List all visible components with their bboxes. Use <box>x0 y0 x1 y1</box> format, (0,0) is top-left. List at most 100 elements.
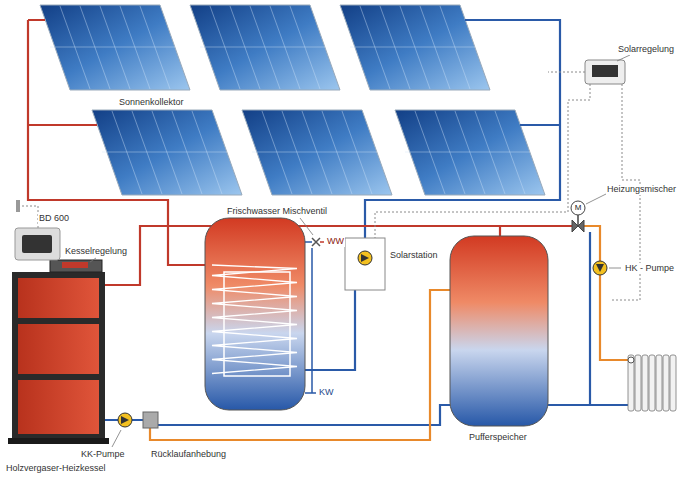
leader-line <box>112 430 121 447</box>
inner-exchanger <box>224 272 290 376</box>
panel-grid <box>200 47 325 48</box>
panel-grid <box>230 6 260 89</box>
mixer-motor <box>571 201 585 215</box>
boiler-panel <box>18 324 99 374</box>
part-label: Holzvergaser-Heizkessel <box>5 463 107 474</box>
panel-grid <box>252 152 377 153</box>
part-label: KW <box>318 387 335 398</box>
panel-grid <box>360 6 390 89</box>
part-label: Solarregelung <box>617 44 675 55</box>
heating-return-pipe <box>548 232 628 405</box>
part-label: BD 600 <box>38 213 70 224</box>
panel-grid <box>112 111 142 194</box>
panel-grid <box>100 6 130 89</box>
panel-grid <box>282 111 312 194</box>
part-label: Kesselregelung <box>64 246 128 257</box>
radiator-fin <box>663 355 669 411</box>
panel-grid <box>210 6 240 89</box>
solar-tank <box>205 218 305 410</box>
panel-grid <box>192 111 222 194</box>
radiator-fin <box>635 355 641 411</box>
panel-grid <box>350 47 475 48</box>
control-wire <box>375 84 590 238</box>
radiator-fin <box>656 355 662 411</box>
collector-panel <box>190 5 340 90</box>
boiler-panel <box>18 278 99 318</box>
control-wire <box>20 206 38 228</box>
boiler-base <box>8 438 109 444</box>
panel-grid <box>172 111 202 194</box>
pump-arrow <box>596 264 604 272</box>
radiator-fin <box>642 355 648 411</box>
panel-grid <box>302 111 332 194</box>
collector-panel <box>40 5 190 90</box>
panel-grid <box>102 152 227 153</box>
buffer-tank <box>450 236 548 426</box>
leader-line <box>609 268 621 269</box>
controller-screen <box>592 65 618 77</box>
pump-arrow <box>361 254 369 262</box>
pump-symbol <box>118 413 132 427</box>
leader-line <box>617 55 630 61</box>
part-label: Frischwasser Mischventil <box>226 206 328 217</box>
panel-grid <box>322 111 352 194</box>
collector-panel <box>395 110 545 195</box>
part-label: Pufferspeicher <box>468 432 528 443</box>
panel-grid <box>475 111 505 194</box>
leader-line <box>300 218 313 235</box>
collector-panel <box>92 110 242 195</box>
panel-grid <box>405 152 530 153</box>
part-label: Solarstation <box>389 250 439 261</box>
panel-grid <box>342 111 372 194</box>
part-label: Heizungsmischer <box>606 184 677 195</box>
collector-panels <box>40 5 545 195</box>
panel-grid <box>152 111 182 194</box>
mixer-stem <box>577 215 579 226</box>
panel-grid <box>400 6 430 89</box>
panel-grid <box>495 111 525 194</box>
solar-station-box <box>345 238 385 290</box>
panel-grid <box>50 47 175 48</box>
pump-symbol <box>358 251 372 265</box>
part-label: Rücklaufanhebung <box>150 449 227 460</box>
leader-line <box>90 258 96 262</box>
panel-grid <box>80 6 110 89</box>
controller-display <box>62 262 88 268</box>
panel-grid <box>440 6 470 89</box>
pump-arrow <box>121 416 129 424</box>
panel-grid <box>455 111 485 194</box>
radiator-fin <box>628 355 634 411</box>
sensor <box>16 200 20 212</box>
collector-panel <box>242 110 392 195</box>
part-label: KK-Pumpe <box>80 449 126 460</box>
panel-grid <box>262 111 292 194</box>
panel-grid <box>60 6 90 89</box>
panel-grid <box>420 6 450 89</box>
panel-grid <box>140 6 170 89</box>
panel-grid <box>415 111 445 194</box>
solar-controller <box>585 60 625 84</box>
hot-water-pipe <box>320 241 324 243</box>
panel-grid <box>250 6 280 89</box>
panel-grid <box>132 111 162 194</box>
leader-lines <box>90 55 630 447</box>
mixing-valve <box>312 238 320 246</box>
panel-grid <box>270 6 300 89</box>
controller-screen <box>22 235 52 253</box>
panel-grid <box>380 6 410 89</box>
radiator-fin <box>649 355 655 411</box>
boiler-controller <box>50 260 102 272</box>
motor-letter: M <box>572 202 584 214</box>
panel-grid <box>290 6 320 89</box>
pipes <box>28 20 628 440</box>
pump-symbol <box>593 261 607 275</box>
radiator <box>628 355 676 411</box>
boiler-body <box>12 272 105 440</box>
control-wire <box>548 72 585 73</box>
leader-line <box>586 194 606 204</box>
panel-grid <box>435 111 465 194</box>
boiler-panel <box>18 380 99 434</box>
panel-grid <box>120 6 150 89</box>
part-label: HK - Pumpe <box>624 263 675 274</box>
